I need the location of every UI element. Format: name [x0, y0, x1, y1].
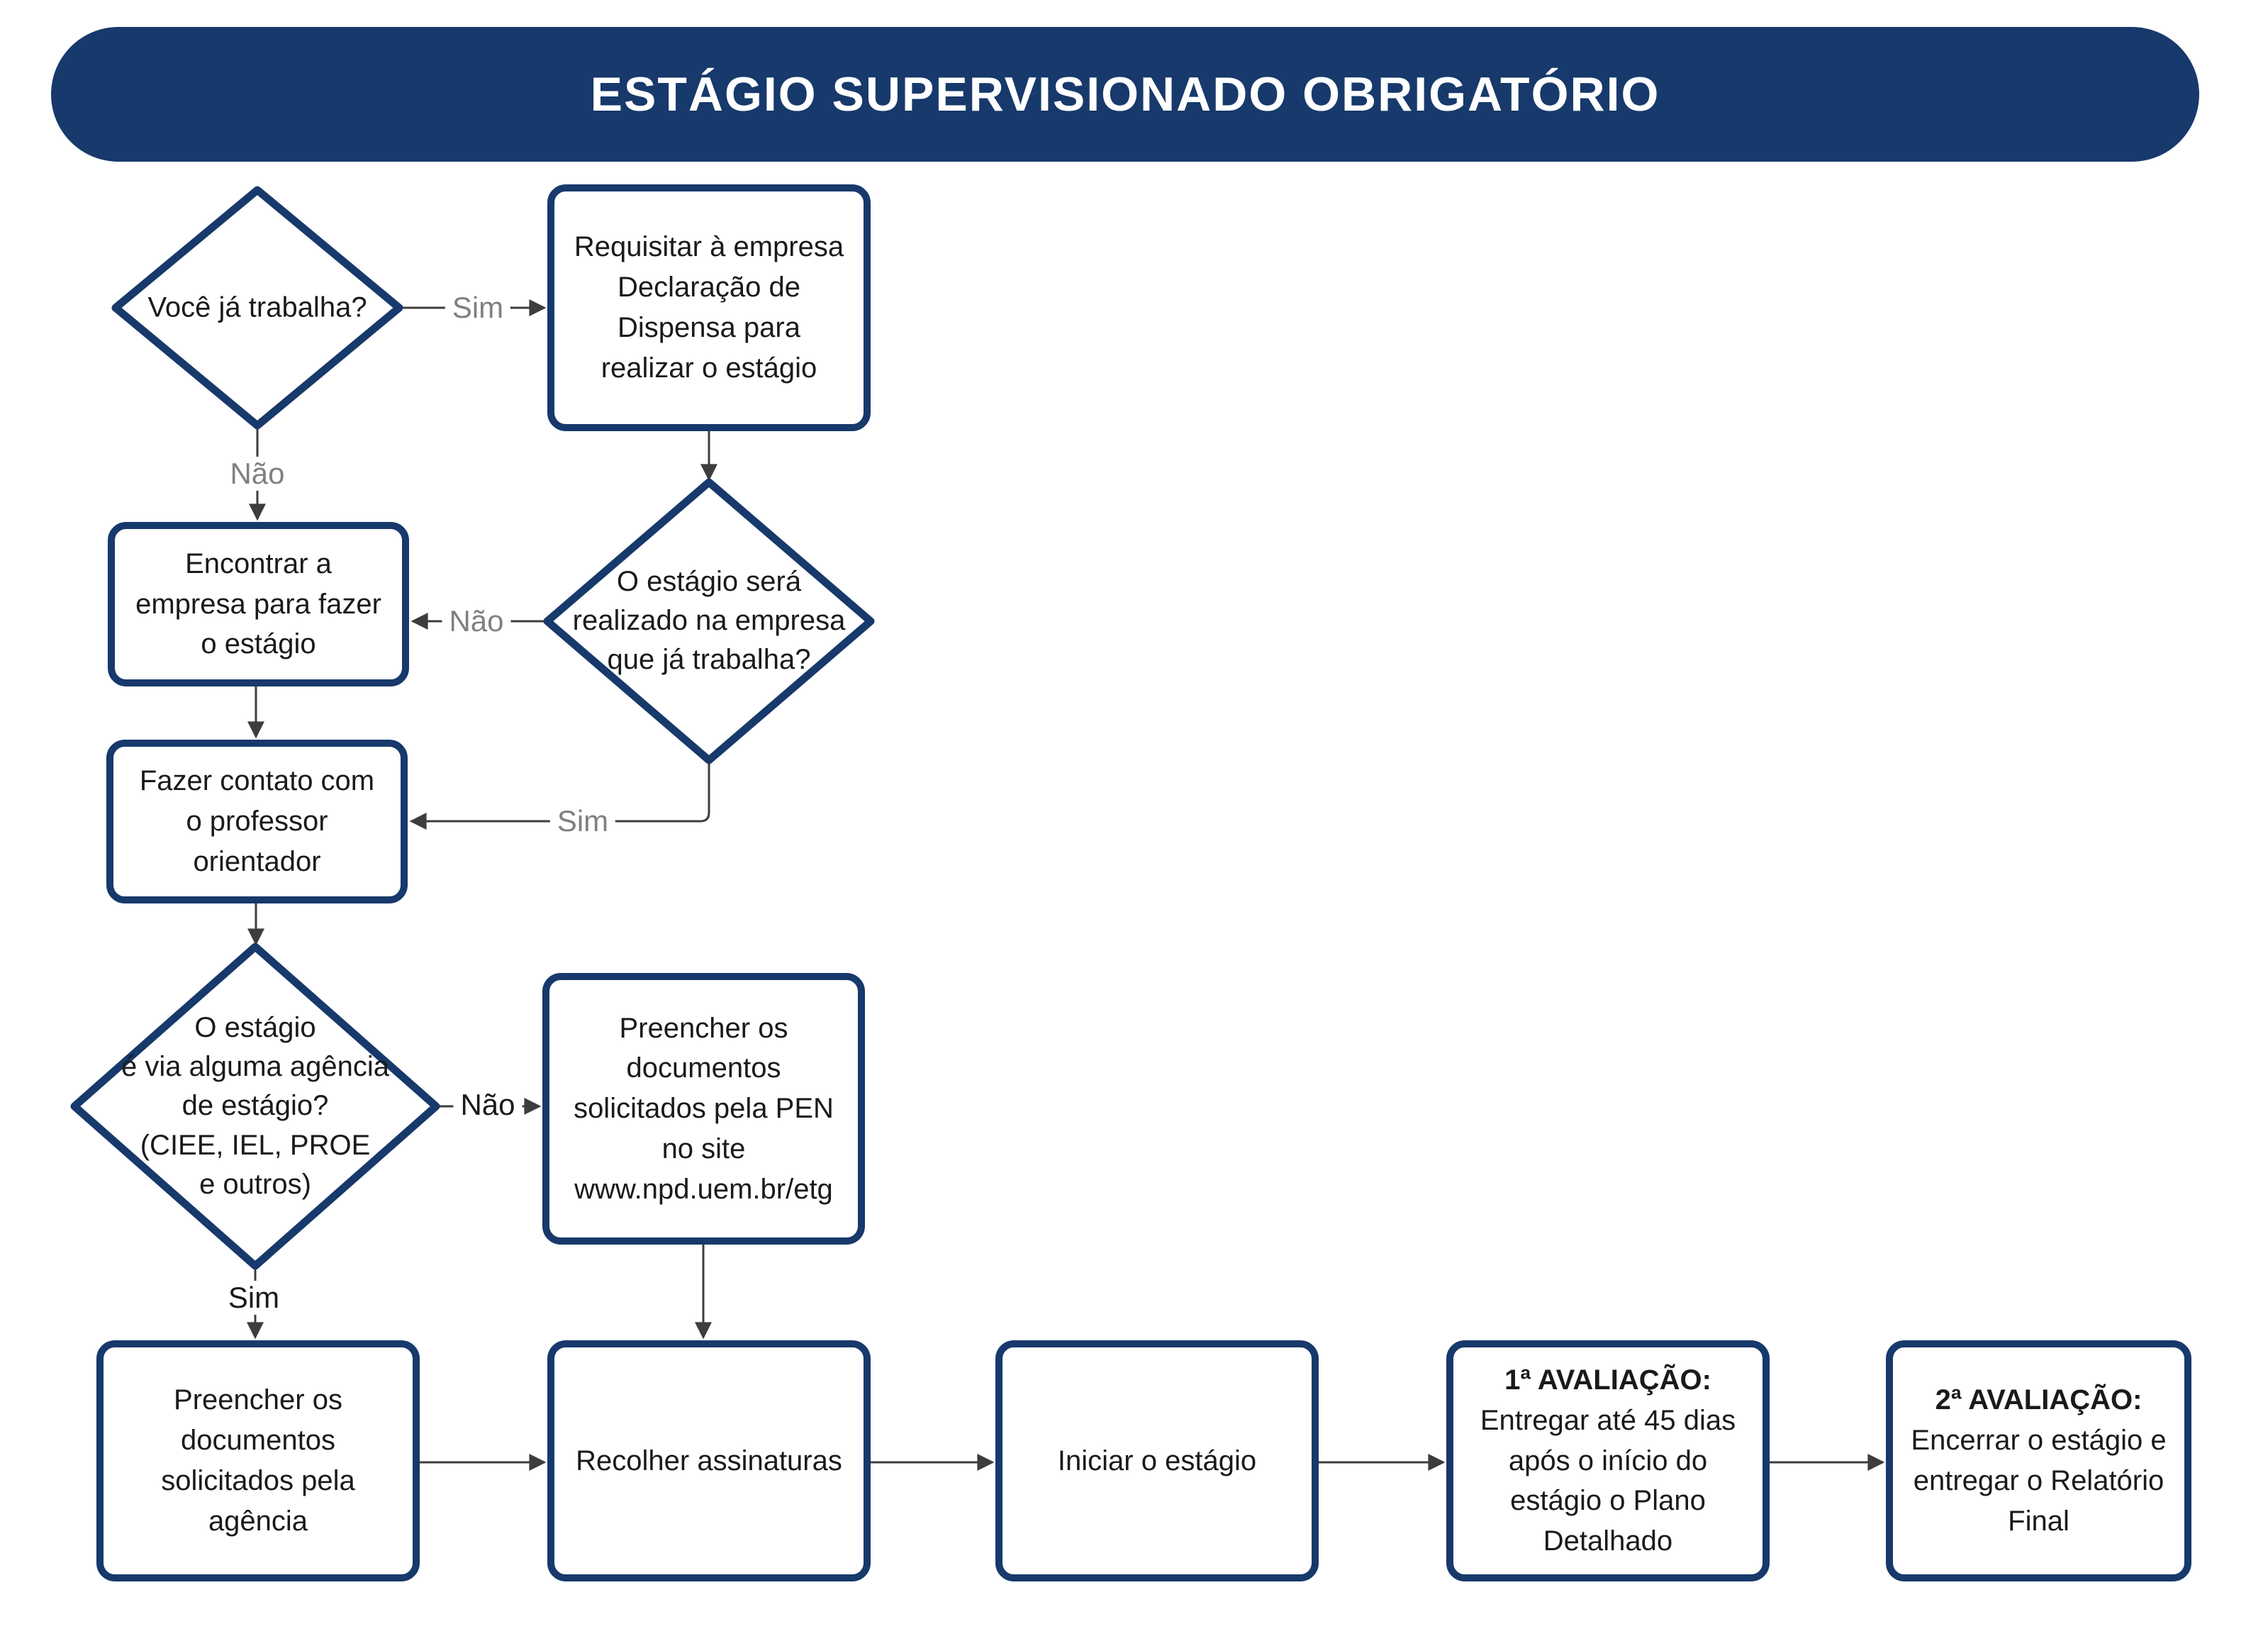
decision-internship-at-company-label: O estágio será realizado na empresa que …	[572, 566, 846, 676]
evaluation-1-body: Entregar até 45 dias após o início do es…	[1480, 1404, 1736, 1557]
evaluation-2-title: 2ª AVALIAÇÃO:	[1935, 1384, 2143, 1416]
process-collect-signatures: Recolher assinaturas	[547, 1340, 871, 1581]
evaluation-2-body: Encerrar o estágio e entregar o Relatóri…	[1911, 1425, 2167, 1537]
edge-label-nao-3: Não	[453, 1088, 523, 1122]
process-evaluation-1: 1ª AVALIAÇÃO: Entregar até 45 dias após o…	[1446, 1340, 1770, 1581]
process-fill-pen-docs: Preencher os documentos solicitados pela…	[542, 973, 865, 1245]
decision-already-work	[111, 186, 403, 430]
decision-already-work-label: Você já trabalha?	[147, 291, 367, 323]
process-contact-professor: Fazer contato com o professor orientador	[106, 740, 408, 903]
edge-label-sim-3: Sim	[220, 1281, 287, 1315]
edge-label-sim-1: Sim	[445, 291, 511, 325]
edge-label-nao-2: Não	[442, 604, 511, 638]
evaluation-1-title: 1ª AVALIAÇÃO:	[1504, 1364, 1711, 1396]
decision-internship-at-company	[543, 478, 875, 764]
edge-label-nao-1: Não	[223, 457, 292, 491]
title-banner: ESTÁGIO SUPERVISIONADO OBRIGATÓRIO	[51, 27, 2199, 162]
decision-via-agency	[70, 942, 440, 1270]
decision-via-agency-label: O estágio é via alguma agência de estági…	[121, 1012, 390, 1200]
edge-sim-company-to-professor	[409, 760, 710, 830]
page-title: ESTÁGIO SUPERVISIONADO OBRIGATÓRIO	[590, 67, 1660, 121]
process-fill-agency-docs: Preencher os documentos solicitados pela…	[96, 1340, 420, 1581]
process-find-company: Encontrar a empresa para fazer o estágio	[108, 522, 409, 686]
process-request-dispensation: Requisitar à empresa Declaração de Dispe…	[547, 184, 871, 431]
process-evaluation-2: 2ª AVALIAÇÃO: Encerrar o estágio e entreg…	[1886, 1340, 2191, 1581]
edge-label-sim-2: Sim	[549, 804, 616, 838]
process-start-internship: Iniciar o estágio	[995, 1340, 1319, 1581]
